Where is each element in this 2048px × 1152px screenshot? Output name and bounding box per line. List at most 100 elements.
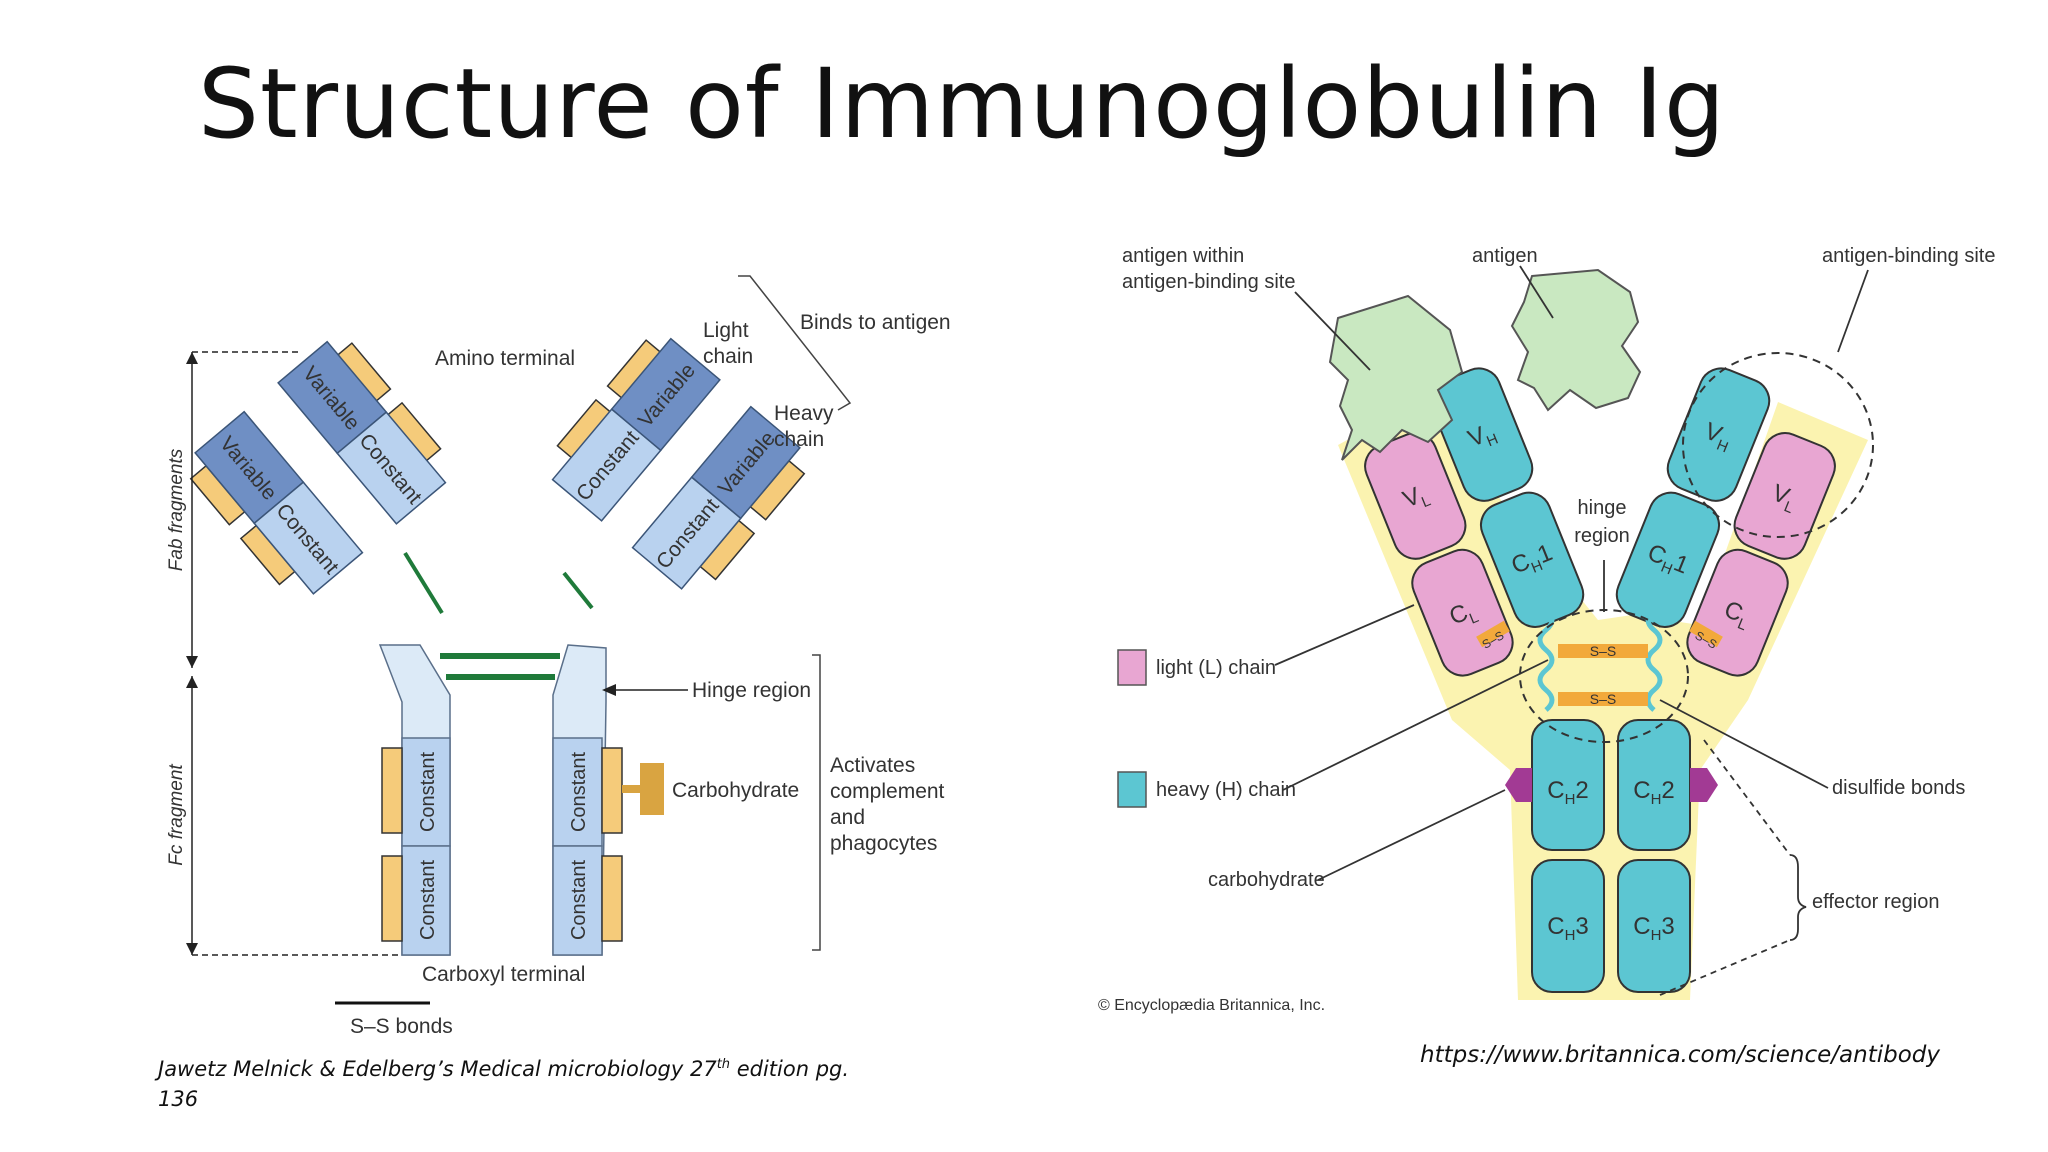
slide-title: Structure of Immunoglobulin Ig — [198, 48, 1726, 160]
lh-disulfide-bar — [1689, 620, 1723, 648]
right-heavy-chain: Constant Variable — [631, 405, 806, 590]
ch3-num: 3 — [1575, 913, 1588, 940]
hinge-label: hinge — [1578, 497, 1627, 519]
antigen-within-label: antigen-binding site — [1122, 271, 1295, 293]
light-heavy-bond — [403, 551, 444, 615]
domain-label: Constant — [417, 860, 439, 940]
light-chain-legend-label: light (L) chain — [1156, 657, 1276, 679]
ch3-left — [1531, 859, 1605, 993]
disulfide-bonds-label: disulfide bonds — [1832, 777, 1965, 799]
carbohydrate-link — [622, 785, 640, 793]
domain-label: Constant — [568, 752, 590, 832]
fc-tab — [381, 747, 403, 834]
citation-text: Jawetz Melnick & Edelberg’s Medical micr… — [158, 1057, 717, 1081]
ss-label: S–S — [1590, 643, 1616, 659]
citation-superscript: th — [716, 1057, 731, 1072]
light-heavy-bond — [562, 571, 594, 610]
effector-region-label: effector region — [1812, 891, 1940, 913]
hinge-disulfide-bar — [1558, 644, 1648, 658]
hinge-region-label: Hinge region — [692, 679, 811, 702]
fc-tab — [601, 855, 623, 942]
ch2-label: C — [1633, 777, 1650, 804]
citation-text-after: edition pg. — [730, 1057, 850, 1081]
heavy-chain-swatch — [1117, 771, 1147, 808]
hinge-squiggle-right — [1645, 608, 1663, 712]
left-citation: Jawetz Melnick & Edelberg’s Medical micr… — [158, 1050, 849, 1114]
fc-left-constant-upper — [401, 737, 451, 847]
ss-label: S–S — [1590, 691, 1616, 707]
ch2-right — [1617, 719, 1691, 851]
fc-left-constant-lower — [401, 845, 451, 956]
svg-text:CH3: CH3 — [1547, 913, 1589, 944]
ch3-num: 3 — [1661, 913, 1674, 940]
activates-label: complement — [830, 780, 945, 803]
light-chain-swatch — [1117, 649, 1147, 686]
ch2-left — [1531, 719, 1605, 851]
antigen-label: antigen — [1472, 245, 1538, 267]
fc-right-constant-upper — [552, 737, 603, 847]
right-left-light-chain: VL CL — [1364, 432, 1514, 677]
left-light-chain: Variable Constant — [277, 340, 447, 525]
right-antibody-diagram: VL CL VH CH1 VH CH1 VL CL S–S — [1098, 245, 1995, 1014]
hinge-label: region — [1574, 525, 1630, 547]
ch3-label: C — [1633, 913, 1650, 940]
activates-label: Activates — [830, 754, 915, 777]
hinge-squiggle-left — [1537, 608, 1555, 712]
binds-to-antigen-label: Binds to antigen — [800, 311, 951, 334]
carbohydrate-label: Carbohydrate — [672, 779, 799, 802]
left-antibody-diagram: Variable Constant Variable Constant Cons… — [166, 275, 951, 1038]
activates-bracket — [812, 654, 821, 951]
ch2-num: 2 — [1661, 777, 1674, 804]
lh-disulfide-bar — [1476, 620, 1510, 648]
fc-tab — [601, 747, 623, 834]
hinge-disulfide-bar — [1558, 692, 1648, 706]
fab-fragments-label: Fab fragments — [166, 448, 187, 571]
light-chain-label: Light — [703, 319, 749, 342]
light-chain-label: chain — [703, 345, 753, 368]
heavy-chain-label: chain — [774, 428, 824, 451]
ch3-sub: H — [1651, 927, 1662, 944]
ch2-sub: H — [1565, 791, 1576, 808]
activates-label: phagocytes — [830, 832, 937, 855]
carbohydrate-hexagon — [1505, 768, 1532, 802]
heavy-chain-label: Heavy — [774, 402, 834, 425]
ss-bonds-label: S–S bonds — [350, 1015, 453, 1038]
right-light-chain: Constant Variable — [551, 337, 721, 522]
effector-brace — [1789, 854, 1807, 941]
svg-text:CL: CL — [1719, 596, 1754, 634]
antigen-within-label: antigen within — [1122, 245, 1244, 267]
ch2-sub: H — [1651, 791, 1662, 808]
heavy-chain-legend-label: heavy (H) chain — [1156, 779, 1296, 801]
carbohydrate-right-label: carbohydrate — [1208, 869, 1325, 891]
svg-text:CH2: CH2 — [1633, 777, 1675, 808]
antigen-binding-site-circle — [1682, 352, 1874, 538]
right-right-heavy-chain: VH CH1 — [1615, 367, 1771, 628]
ch3-label: C — [1547, 913, 1564, 940]
domain-label: Constant — [568, 860, 590, 940]
fc-fragment-label: Fc fragment — [166, 764, 187, 866]
antigen-free-shape — [1510, 268, 1642, 412]
activates-label: and — [830, 806, 865, 829]
fc-right-constant-lower — [552, 845, 603, 956]
binds-to-antigen-bracket — [738, 275, 852, 411]
carbohydrate-marker — [640, 763, 664, 815]
citation-page: 136 — [158, 1087, 199, 1111]
svg-text:CH3: CH3 — [1633, 913, 1675, 944]
ch3-right — [1617, 859, 1691, 993]
carboxyl-terminal-label: Carboxyl terminal — [422, 963, 585, 986]
left-heavy-chain: Variable Constant — [189, 410, 364, 595]
right-left-heavy-chain: VH CH1 — [1429, 367, 1585, 628]
carbohydrate-hexagon — [1690, 768, 1718, 802]
copyright-label: © Encyclopædia Britannica, Inc. — [1098, 997, 1325, 1014]
ch2-label: C — [1547, 777, 1564, 804]
source-url: https://www.britannica.com/science/antib… — [1420, 1042, 1940, 1068]
amino-terminal-label: Amino terminal — [435, 347, 575, 370]
ch2-num: 2 — [1575, 777, 1588, 804]
ch3-sub: H — [1565, 927, 1576, 944]
antigen-bound-shape — [1328, 294, 1464, 461]
fc-tab — [381, 855, 403, 942]
svg-text:CH2: CH2 — [1547, 777, 1589, 808]
domain-label: Constant — [417, 752, 439, 832]
antigen-binding-site-label: antigen-binding site — [1822, 245, 1995, 267]
